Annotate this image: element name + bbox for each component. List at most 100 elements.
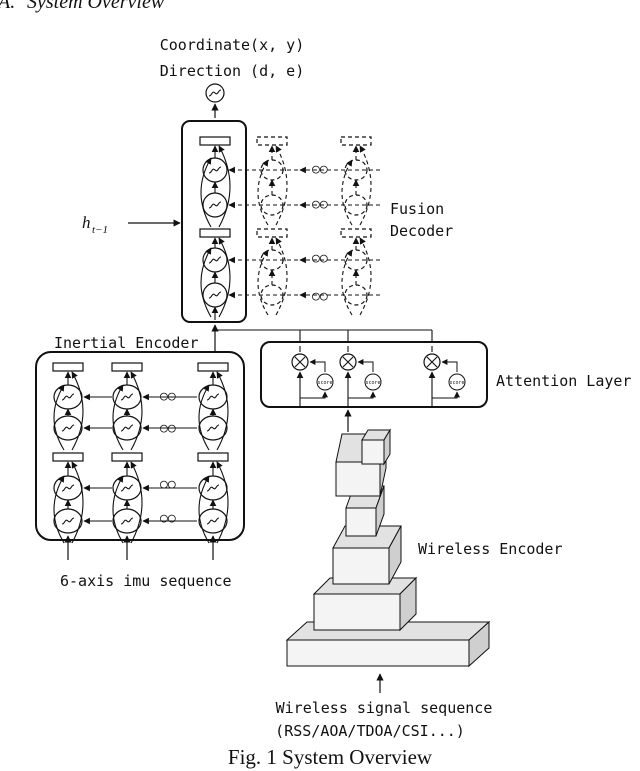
section-heading: System Overview (27, 0, 165, 13)
inertial-col3-lower-cell-sigmoid-1 (206, 484, 220, 492)
inertial-col1-lower-flow-right (71, 461, 84, 544)
inertial-col3-upper-cell-sigmoid-1 (206, 393, 220, 401)
fusion-lower-cell-sigmoid-2 (208, 291, 222, 299)
inertial-col1-upper-cell-sigmoid-2 (61, 424, 75, 432)
wireless-block-5-front (335, 461, 381, 497)
attention-unit-2-score-node (364, 373, 382, 391)
fusion-dots-lower: ○○ (312, 251, 328, 266)
wireless-block-3-front (332, 547, 390, 585)
inertial-col2-upper-cell-sigmoid-1 (120, 393, 134, 401)
attention-units: score score score (291, 346, 466, 432)
inertial-col3-lower-flow-left (198, 475, 210, 544)
attention-unit-2-multiply-icon (342, 356, 354, 368)
fusion-dashed-upper-1-cell-1 (260, 159, 284, 181)
wireless-input-label-2: (RSS/AOA/TDOA/CSI...) (275, 722, 465, 740)
inertial-col1-upper-flow-left (53, 384, 65, 451)
inertial-encoder: Inertial Encoder ○○ ○○ ○○ ○○ 6-axis imu … (35, 334, 245, 590)
wireless-block-3 (332, 525, 402, 585)
attention-unit-2-score-label: score (365, 380, 380, 386)
connection-bus (211, 324, 433, 352)
fusion-decoder: ○○ ○○ ○○ ○○ Fusion Decoder (181, 120, 453, 323)
fusion-dashed-lower-2-flow-right (359, 237, 372, 316)
section-title: A. System Overview (0, 0, 165, 13)
inertial-encoder-box (35, 351, 245, 541)
attention-unit-1-score-label: score (317, 380, 332, 386)
fusion-dots-upper: ○○ (312, 197, 328, 212)
inertial-dots-3: ○○ (160, 477, 176, 492)
fusion-dashed-lower-1-gate-bar (256, 228, 288, 238)
inertial-col2-lower-cell-sigmoid-2 (120, 517, 134, 525)
inertial-col1-upper-flow-right (71, 371, 84, 451)
inertial-col3-upper-cell-sigmoid-2 (206, 424, 220, 432)
inertial-col3-lower-flow-right (216, 461, 229, 544)
section-number: A. (0, 0, 15, 13)
fusion-dashed-upper-1-cell-2 (260, 194, 284, 216)
fusion-upper-flow-right (218, 145, 231, 228)
attention-unit-3-multiply-icon (426, 356, 438, 368)
fusion-upper-cell-sigmoid-1 (208, 166, 222, 174)
inertial-col2-lower-cell-sigmoid-1 (120, 484, 134, 492)
fusion-solid-column (199, 136, 231, 320)
fusion-dashed-lower-1-flow-right (275, 237, 288, 316)
wireless-input-label-1: Wireless signal sequence (276, 699, 493, 717)
attention-unit-1-score-feed (300, 391, 328, 399)
fusion-label-line2: Decoder (390, 222, 453, 240)
fusion-upper-flow-left (200, 157, 212, 228)
fusion-dots-bottom: ○○ (312, 289, 328, 304)
wireless-block-4-front (345, 507, 377, 537)
inertial-dots-1: ○○ (160, 389, 176, 404)
figure-caption: Fig. 1 System Overview (228, 745, 433, 769)
fusion-dashed-columns (228, 136, 380, 316)
fusion-dots-top: ○○ (312, 162, 328, 177)
fusion-dashed-upper-1-flow-right (275, 145, 288, 226)
inertial-col2-lower-gate-bar (111, 452, 143, 462)
attention-layer-box (260, 341, 488, 408)
fusion-lower-cell-sigmoid-1 (208, 256, 222, 264)
inertial-col2-upper-flow-right (130, 371, 143, 451)
fusion-decoder-box (181, 120, 247, 323)
inertial-col3-upper-flow-left (198, 384, 210, 451)
inertial-col3-upper-gate-bar (197, 362, 229, 372)
inertial-col1-lower-gate-bar (52, 452, 84, 462)
inertial-dots-4: ○○ (160, 511, 176, 526)
inertial-col1-upper-cell-sigmoid-1 (61, 393, 75, 401)
fusion-label-line1: Fusion (390, 200, 444, 218)
attention-layer-label: Attention Layer (496, 372, 631, 390)
inertial-input-label: 6-axis imu sequence (60, 572, 232, 590)
inertial-lstm-cells (52, 362, 229, 560)
inertial-col1-lower-cell-sigmoid-2 (61, 517, 75, 525)
inertial-col1-lower-cell-sigmoid-1 (61, 484, 75, 492)
attention-unit-3-score-node (448, 373, 466, 391)
wireless-encoder-label: Wireless Encoder (418, 540, 563, 558)
attention-unit-2-score-arrow (357, 359, 374, 372)
fusion-dashed-upper-1-gate-bar (256, 136, 288, 146)
fusion-dashed-lower-1-cell-1 (260, 249, 284, 271)
inertial-col3-lower-gate-bar (197, 452, 229, 462)
inertial-col3-upper-flow-right (216, 371, 229, 451)
wireless-encoder: Wireless Encoder Wireless signal sequenc… (275, 428, 563, 740)
attention-unit-3-score-arrow (441, 359, 458, 372)
inertial-col2-lower-flow-right (130, 461, 143, 544)
attention-unit-3-score-feed (432, 391, 460, 399)
fusion-lower-flow-right (218, 237, 231, 318)
inertial-col1-lower-flow-left (53, 475, 65, 544)
attention-layer: score score score Attention Layer (260, 341, 631, 432)
attention-unit-1-multiply-icon (294, 356, 306, 368)
wireless-block-6 (361, 428, 391, 466)
wireless-encoder-blocks (285, 428, 491, 668)
direction-output-label: Direction (d, e) (160, 62, 305, 80)
wireless-block-base-front (286, 639, 470, 667)
fusion-upper-cell-sigmoid-2 (208, 201, 222, 209)
wireless-block-6-front (361, 439, 385, 465)
inertial-col2-lower-flow-left (112, 475, 124, 544)
attention-unit-3-score-label: score (449, 380, 464, 386)
fusion-dashed-lower-2-gate-bar (340, 228, 372, 238)
wireless-block-2-front (313, 593, 401, 631)
inertial-encoder-label: Inertial Encoder (54, 334, 199, 352)
fusion-lower-gate-bar (199, 228, 231, 238)
fusion-dashed-upper-2-flow-right (359, 145, 372, 226)
inertial-col2-upper-gate-bar (111, 362, 143, 372)
coordinate-output-label: Coordinate(x, y) (160, 36, 305, 54)
inertial-col2-upper-flow-left (112, 384, 124, 451)
attention-unit-1-score-arrow (309, 359, 326, 372)
